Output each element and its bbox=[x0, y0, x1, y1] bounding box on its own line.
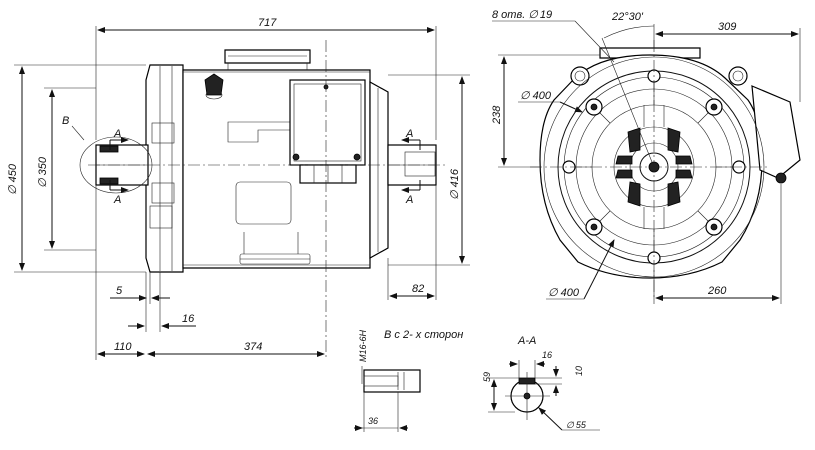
top-mount-pad bbox=[224, 49, 311, 64]
dim-diam-350: 350 bbox=[37, 156, 49, 175]
end-view bbox=[530, 40, 801, 300]
dim-diam-400-bottom: 400 bbox=[561, 287, 580, 299]
svg-text:∅400: ∅400 bbox=[548, 287, 580, 299]
section-aa-title: A-A bbox=[517, 335, 536, 347]
lifting-eye-left bbox=[570, 66, 590, 86]
svg-text:∅450: ∅ 450 bbox=[7, 163, 19, 195]
dim-110: 110 bbox=[114, 341, 132, 353]
end-view-terminal-box bbox=[751, 85, 801, 179]
dim-309: 309 bbox=[718, 21, 736, 33]
right-end-shield bbox=[369, 80, 389, 260]
section-a-top-right: A bbox=[405, 128, 413, 140]
detail-b-shaft-end bbox=[363, 369, 421, 393]
holes-diam: 19 bbox=[540, 9, 552, 21]
diam-symbol: ∅ bbox=[7, 185, 19, 195]
dim-717: 717 bbox=[258, 17, 277, 29]
section-a-bottom-left: A bbox=[113, 194, 121, 206]
section-aa-dim-59: 59 bbox=[482, 372, 492, 382]
svg-text:8 отв.∅19: 8 отв.∅19 bbox=[492, 9, 552, 21]
svg-text:∅416: ∅416 bbox=[449, 168, 461, 200]
detail-b-title: B с 2- х сторон bbox=[384, 329, 463, 341]
section-aa-dim-16: 16 bbox=[542, 350, 552, 360]
bolt-holes bbox=[562, 69, 746, 265]
section-aa-dim-10: 10 bbox=[574, 366, 584, 376]
lifting-eye-right bbox=[728, 66, 748, 86]
side-dimensions: 717 ∅ 450 ∅350 ∅416 B A A A bbox=[7, 17, 470, 360]
detail-b-thread: M16-6H bbox=[358, 329, 368, 362]
lifting-knob bbox=[204, 73, 224, 96]
dim-238: 238 bbox=[491, 105, 503, 125]
svg-text:∅55: ∅55 bbox=[566, 420, 587, 430]
section-aa: A-A 16 59 10 ∅55 bbox=[482, 335, 600, 431]
section-a-bottom-right: A bbox=[405, 194, 413, 206]
nameplate bbox=[235, 181, 292, 225]
section-aa-diam-55: 55 bbox=[576, 420, 587, 430]
holes-count: 8 отв. bbox=[492, 9, 525, 21]
dim-diam-400-top: 400 bbox=[533, 90, 552, 102]
svg-text:∅350: ∅350 bbox=[37, 156, 49, 188]
svg-text:∅400: ∅400 bbox=[520, 90, 552, 102]
detail-b-dim-36: 36 bbox=[368, 416, 378, 426]
dim-374: 374 bbox=[244, 341, 262, 353]
view-b-label: B bbox=[62, 115, 69, 127]
dim-diam-450: 450 bbox=[7, 163, 19, 182]
section-a-top-left: A bbox=[113, 128, 121, 140]
dim-260: 260 bbox=[707, 285, 727, 297]
dim-82: 82 bbox=[412, 283, 424, 295]
dim-5: 5 bbox=[116, 285, 123, 297]
dim-diam-416: 416 bbox=[449, 168, 461, 187]
dim-16: 16 bbox=[182, 313, 195, 325]
vent-slots bbox=[615, 127, 693, 207]
angle-label: 22°30' bbox=[611, 11, 644, 23]
side-view bbox=[79, 40, 445, 360]
end-dimensions: 8 отв.∅19 22°30' 309 238 ∅400 ∅400 bbox=[491, 9, 801, 304]
detail-b: B с 2- х сторон M16-6H 36 bbox=[354, 329, 463, 432]
terminal-box bbox=[289, 79, 366, 166]
end-view-top-pad bbox=[599, 47, 701, 59]
